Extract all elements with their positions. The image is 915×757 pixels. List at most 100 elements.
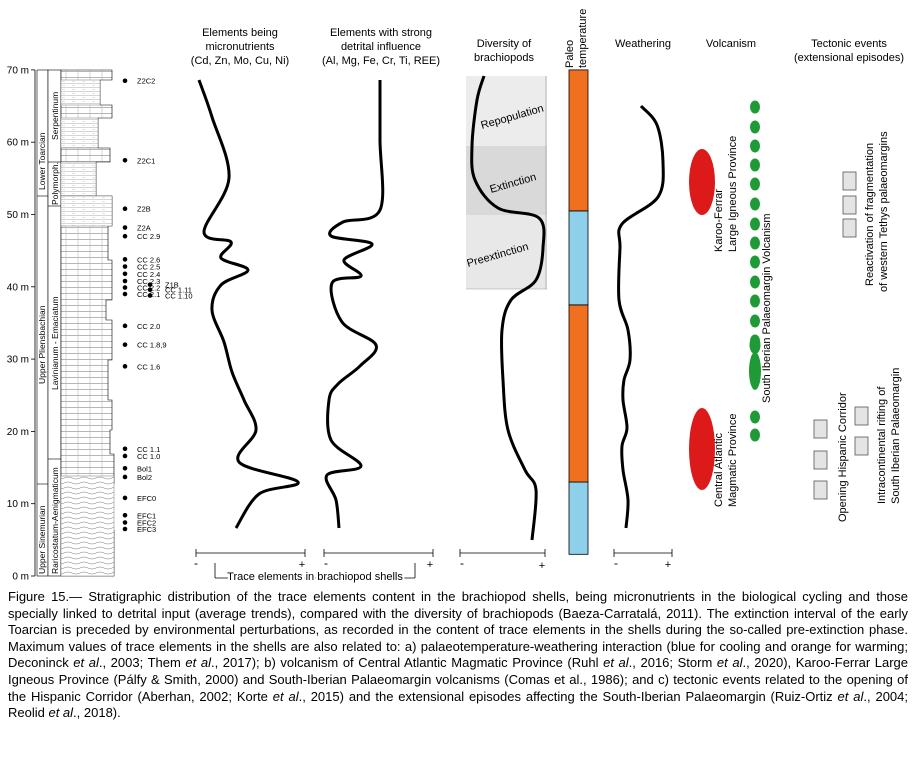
- detrital-title-2: detrital influence: [341, 41, 421, 53]
- volcanism-panel: Karoo-Ferrar Large Igneous Province Cent…: [689, 100, 773, 507]
- caption-part-4: ., 2016; Storm: [628, 655, 717, 671]
- micronutrient-curve: [197, 79, 300, 529]
- detrital-title-1: Elements with strong: [330, 27, 432, 39]
- intracontinental-label-2: South Iberian Palaeomargin: [890, 368, 902, 504]
- camp-ellipse: [689, 408, 715, 490]
- phase-extinction-band: [466, 146, 547, 215]
- sample-dot: [122, 526, 128, 532]
- sample-label: CC 2.0: [137, 322, 160, 331]
- paleotemperature-bar: [568, 69, 589, 555]
- sample-label: CC 1.8,9: [137, 341, 167, 350]
- tectonic-title-1: Tectonic events: [811, 38, 887, 50]
- sample-label: EFC3: [137, 525, 156, 534]
- weathering-axis-plus: +: [665, 559, 671, 571]
- caption-part-2: ., 2003; Them: [98, 655, 186, 671]
- depth-label: 40 m: [7, 282, 29, 293]
- volcanism-dot: [750, 197, 760, 211]
- sample-dot: [122, 323, 128, 329]
- figure-caption: Figure 15.— Stratigraphic distribution o…: [8, 589, 908, 722]
- sample-label: EFC0: [137, 494, 156, 503]
- sample-label: Z1B: [165, 281, 179, 290]
- caption-et-al: et al: [73, 655, 99, 671]
- paleotemp-band-cooling: [568, 481, 589, 555]
- zone-polymorph: Polymorph.: [50, 162, 60, 205]
- zone-raricostatum: Raricostatum-Aenigmaticum: [50, 467, 60, 574]
- sample-dot: [122, 225, 128, 230]
- sample-label: CC 2.4: [137, 270, 160, 279]
- camp-label-2: Magmatic Province: [727, 413, 739, 507]
- caption-part-3: ., 2017); b) volcanism of Central Atlant…: [210, 655, 604, 671]
- volcanism-dots: [749, 100, 761, 442]
- caption-part-1: Figure 15.— Stratigraphic distribution o…: [8, 589, 908, 671]
- sample-label: CC 2.9: [137, 232, 160, 241]
- depth-axis: 0 m10 m20 m30 m40 m50 m60 m70 m: [7, 65, 36, 583]
- depth-label: 20 m: [7, 427, 29, 438]
- sample-dot: [122, 206, 128, 212]
- weathering-curve: [617, 104, 665, 529]
- hispanic-corridor-boxes: [813, 419, 828, 500]
- sample-dot: [122, 285, 128, 290]
- volcanism-dot: [750, 428, 760, 442]
- volcanism-dot: [750, 275, 760, 289]
- micro-title-1: Elements being: [202, 27, 278, 39]
- caption-et-al: et al: [48, 705, 74, 721]
- sample-dot: [122, 474, 128, 480]
- sample-dot: [122, 78, 128, 84]
- volcanism-dot: [750, 236, 760, 250]
- sample-label: EFC2: [137, 518, 156, 527]
- sample-dot: [122, 364, 128, 369]
- stratigraphic-figure: 0 m10 m20 m30 m40 m50 m60 m70 m Lower To…: [7, 9, 904, 585]
- zone-serpentinum: Serpentinum: [50, 92, 60, 140]
- sample-dot: [122, 233, 128, 239]
- south-iberian-volcanism-label: South Iberian Palaeomargin Volcanism: [761, 213, 773, 403]
- sample-label: CC 1.6: [137, 362, 160, 371]
- depth-label: 50 m: [7, 210, 29, 221]
- volcanism-dot: [750, 139, 760, 153]
- sample-label: Z2A: [137, 224, 151, 233]
- caption-part-5: ., 2020), Karoo-Ferrar Large Igneous Pro…: [8, 655, 908, 704]
- volcanism-dot: [750, 177, 760, 191]
- sample-dot: [122, 446, 128, 452]
- volcanism-dot: [749, 336, 761, 354]
- sample-label: CC 2.5: [137, 263, 160, 272]
- sample-dot: [122, 278, 128, 284]
- caption-et-al: et al: [603, 655, 629, 671]
- sample-label: CC 1.0: [137, 452, 160, 461]
- detrital-axis-minus: -: [324, 556, 328, 570]
- weathering-title: Weathering: [615, 38, 671, 50]
- micro-title-3: (Cd, Zn, Mo, Cu, Ni): [191, 55, 289, 67]
- stage-upper-sinemurian: Upper Sinemurian: [37, 505, 47, 574]
- karoo-label-1: Karoo-Ferrar: [713, 189, 725, 252]
- detrital-axis-plus: +: [427, 559, 433, 571]
- paleotemp-band-warming: [568, 304, 589, 483]
- depth-label: 60 m: [7, 138, 29, 149]
- lithologic-column: [60, 69, 115, 577]
- camp-label-1: Central Atlantic: [713, 433, 725, 507]
- stage-upper-pliensbachian: Upper Pliensbachian: [37, 305, 47, 384]
- sample-label: Z2B: [137, 205, 151, 214]
- sample-label: CC 1.11: [165, 286, 192, 295]
- depth-label: 30 m: [7, 355, 29, 366]
- caption-part-8: ., 2018).: [73, 705, 121, 721]
- detrital-curve: [324, 79, 385, 529]
- volcanism-title: Volcanism: [706, 38, 756, 50]
- diversity-title-1: Diversity of: [477, 38, 532, 50]
- sample-label: Z2C2: [137, 77, 155, 86]
- micro-axis-minus: -: [194, 556, 198, 570]
- paleotemp-title-2: temperature: [577, 9, 589, 68]
- reactivation-label-1: Reactivation of fragmentation: [864, 143, 876, 286]
- volcanism-dot: [750, 217, 760, 231]
- intracontinental-label-1: Intracontinental rifting of: [876, 386, 888, 504]
- depth-label: 70 m: [7, 65, 29, 76]
- caption-part-7: ., 2004; Reolid: [8, 688, 908, 721]
- sample-label: CC 1.1: [137, 445, 160, 454]
- sample-dot: [147, 287, 153, 292]
- sample-dot: [122, 271, 128, 277]
- volcanism-dot: [750, 120, 760, 134]
- depth-label: 10 m: [7, 499, 29, 510]
- sample-dot: [122, 291, 128, 297]
- sample-dot: [147, 293, 153, 298]
- volcanism-dot: [750, 314, 760, 328]
- sample-label: EFC1: [137, 511, 156, 520]
